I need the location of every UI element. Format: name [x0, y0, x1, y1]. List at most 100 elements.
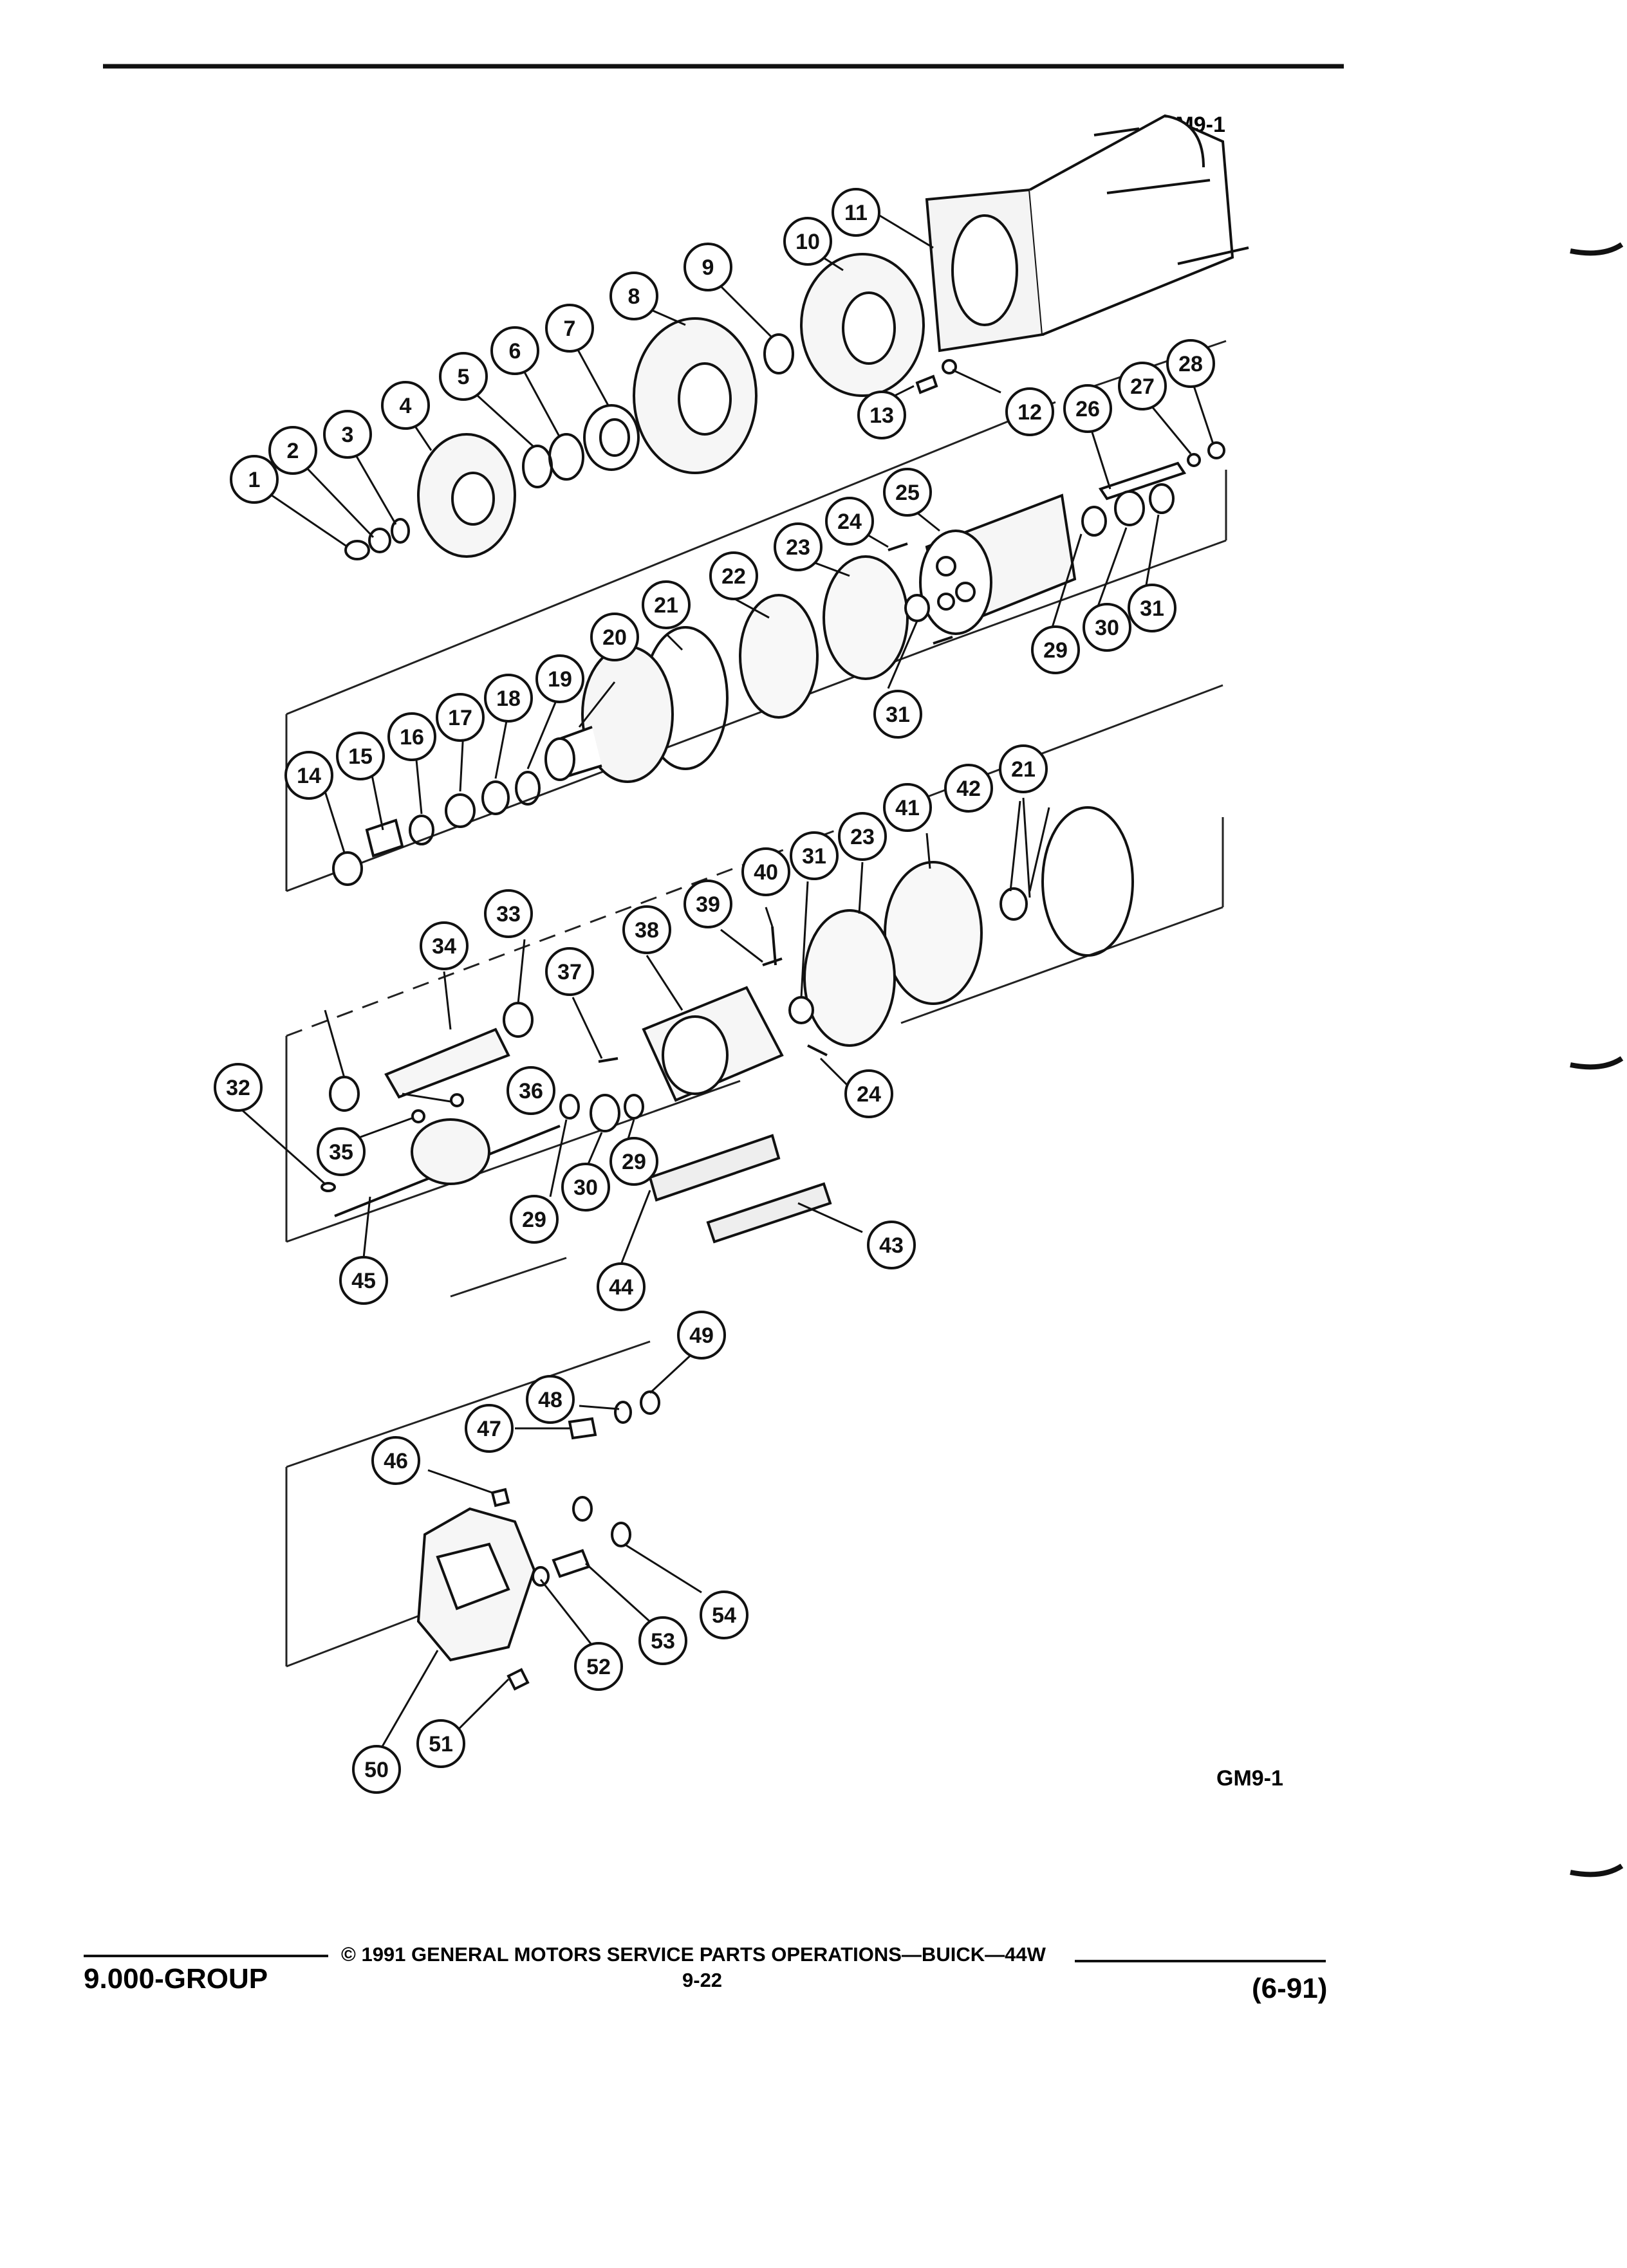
callout-number: 17 — [448, 706, 472, 730]
part-2-washer — [368, 528, 391, 553]
callout-52: 52 — [574, 1642, 623, 1691]
callout-number: 11 — [844, 201, 868, 225]
callout-number: 29 — [1043, 638, 1068, 663]
callout-circle — [230, 455, 279, 504]
part-35-ball — [411, 1109, 425, 1123]
part-16-ring — [409, 815, 434, 845]
footer-group: 9.000-GROUP — [84, 1963, 268, 1995]
callout-circle — [526, 1375, 575, 1424]
callout-25: 25 — [883, 468, 932, 517]
callout-number: 13 — [869, 403, 894, 428]
callout-number: 18 — [496, 687, 521, 711]
callout-circle — [352, 1745, 401, 1794]
callout-number: 33 — [496, 902, 521, 927]
callout-22: 22 — [709, 551, 758, 600]
callout-circle — [774, 522, 823, 571]
part-23-plate-b — [803, 909, 896, 1047]
part-18-seal — [481, 780, 510, 815]
part-54-ring — [611, 1522, 631, 1547]
callout-11: 11 — [832, 188, 880, 237]
callout-circle — [677, 1311, 726, 1360]
part-13-screw — [915, 374, 938, 394]
callout-circle — [535, 654, 584, 703]
callout-circle — [465, 1404, 514, 1453]
callout-circle — [609, 1137, 658, 1186]
callout-number: 52 — [586, 1655, 611, 1679]
callout-21: 21 — [642, 580, 691, 629]
callout-39: 39 — [683, 880, 732, 928]
callout-20: 20 — [590, 613, 639, 661]
callout-circle — [609, 272, 658, 320]
part-38-cylinder — [642, 986, 784, 1102]
callout-number: 21 — [654, 593, 678, 618]
callout-45: 45 — [339, 1256, 388, 1305]
part-17-seat — [445, 793, 476, 828]
callout-circle — [844, 1069, 893, 1118]
callout-7: 7 — [545, 304, 594, 353]
callout-circle — [1083, 603, 1131, 652]
callout-number: 9 — [702, 255, 714, 280]
part-30-bearing — [1114, 490, 1145, 526]
callout-number: 12 — [1018, 400, 1042, 425]
callout-2: 2 — [268, 426, 317, 475]
callout-number: 15 — [348, 744, 373, 769]
callout-23: 23 — [838, 812, 887, 861]
parts — [321, 114, 1249, 1691]
callout-54: 54 — [700, 1590, 748, 1639]
callout-number: 16 — [400, 725, 424, 750]
callout-number: 24 — [837, 510, 862, 534]
part-29-washer — [1081, 506, 1107, 537]
callout-circle — [371, 1436, 420, 1485]
callout-circle — [510, 1195, 559, 1244]
part-1-nut — [344, 540, 370, 560]
callout-10: 10 — [783, 217, 832, 266]
callout-31: 31 — [790, 831, 839, 880]
callout-number: 30 — [573, 1175, 598, 1200]
part-24-pin — [888, 542, 908, 551]
callout-number: 39 — [696, 892, 720, 917]
callout-31: 31 — [873, 690, 922, 739]
callout-circle — [317, 1127, 366, 1176]
callout-number: 44 — [609, 1275, 633, 1300]
callout-5: 5 — [439, 352, 488, 401]
part-31-bushing-b — [788, 996, 814, 1024]
callout-circle — [825, 497, 874, 546]
part-5-ring — [522, 445, 553, 488]
callout-53: 53 — [638, 1616, 687, 1665]
footer-copyright: © 1991 GENERAL MOTORS SERVICE PARTS OPER… — [341, 1943, 1046, 1966]
part-33-ring — [503, 1002, 534, 1038]
callout-number: 5 — [458, 365, 470, 389]
callout-number: 25 — [895, 481, 920, 505]
callout-36: 36 — [507, 1066, 555, 1115]
callout-40: 40 — [741, 847, 790, 896]
callout-27: 27 — [1118, 362, 1167, 410]
callout-29: 29 — [609, 1137, 658, 1186]
callout-circle — [507, 1066, 555, 1115]
callout-14: 14 — [284, 751, 333, 800]
part-25-shell — [919, 493, 1077, 635]
margin-mark — [1570, 1056, 1624, 1070]
callout-42: 42 — [944, 764, 993, 813]
callout-9: 9 — [683, 243, 732, 291]
callout-number: 49 — [689, 1323, 714, 1348]
callout-8: 8 — [609, 272, 658, 320]
callout-circle — [883, 783, 932, 832]
callout-circle — [484, 889, 533, 938]
callout-number: 32 — [226, 1076, 250, 1100]
part-23-valve-plate — [823, 555, 909, 680]
part-29-washer — [1149, 483, 1175, 514]
callout-24: 24 — [844, 1069, 893, 1118]
callout-number: 22 — [721, 564, 746, 589]
callout-17: 17 — [436, 693, 485, 742]
callout-3: 3 — [323, 410, 372, 459]
part-21-oring-b — [1041, 806, 1134, 957]
part-39-pin — [762, 957, 783, 966]
callout-13: 13 — [857, 391, 906, 439]
callout-50: 50 — [352, 1745, 401, 1794]
part-46-nut — [490, 1488, 510, 1507]
callout-circle — [642, 580, 691, 629]
part-3-shim — [391, 518, 410, 544]
callout-circle — [336, 732, 385, 780]
callout-circle — [545, 304, 594, 353]
